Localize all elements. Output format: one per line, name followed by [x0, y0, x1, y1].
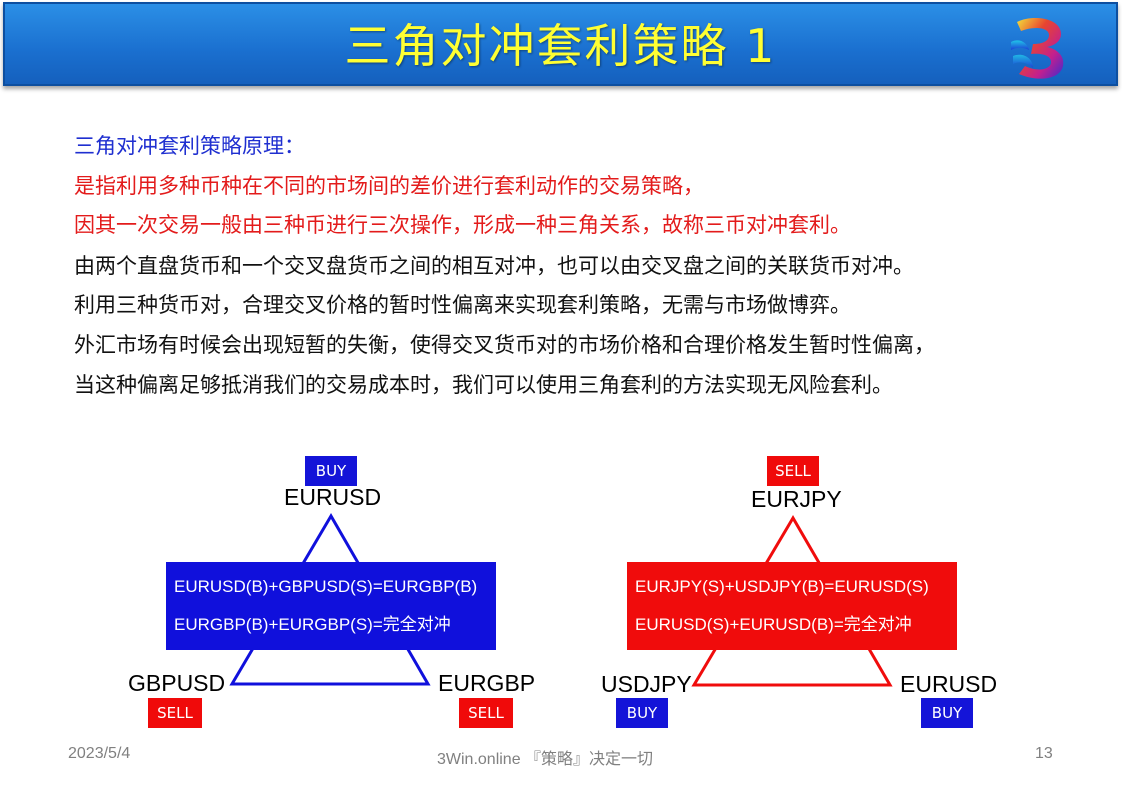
- right-top-pair: EURJPY: [751, 486, 842, 512]
- right-formula-2: EURUSD(S)+EURUSD(B)=完全对冲: [635, 615, 912, 634]
- red-line-2: 因其一次交易一般由三种币进行三次操作，形成一种三角关系，故称三币对冲套利。: [74, 213, 851, 237]
- right-bottom-right-action-badge: BUY: [921, 698, 973, 728]
- left-formula-box: EURUSD(B)+GBPUSD(S)=EURGBP(B) EURGBP(B)+…: [166, 562, 496, 650]
- page-title: 三角对冲套利策略 1: [344, 19, 777, 73]
- left-top-action-badge: BUY: [305, 456, 357, 486]
- red-line-1: 是指利用多种币种在不同的市场间的差价进行套利动作的交易策略，: [74, 174, 704, 198]
- footer-center-text: 3Win.online 『策略』决定一切: [437, 751, 654, 768]
- right-top-action-badge: SELL: [767, 456, 819, 486]
- body-line-4: 当这种偏离足够抵消我们的交易成本时，我们可以使用三角套利的方法实现无风险套利。: [74, 373, 893, 397]
- left-bottom-right-pair: EURGBP: [438, 670, 536, 696]
- body-line-1: 由两个直盘货币和一个交叉盘货币之间的相互对冲，也可以由交叉盘之间的关联货币对冲。: [74, 254, 914, 278]
- left-formula-2: EURGBP(B)+EURGBP(S)=完全对冲: [174, 615, 451, 634]
- title-bar: 三角对冲套利策略 1: [3, 2, 1118, 86]
- right-bottom-right-pair: EURUSD: [900, 671, 998, 697]
- right-bottom-left-pair: USDJPY: [601, 671, 692, 697]
- right-formula-box: EURJPY(S)+USDJPY(B)=EURUSD(S) EURUSD(S)+…: [627, 562, 957, 650]
- body-line-3: 外汇市场有时候会出现短暂的失衡，使得交叉货币对的市场价格和合理价格发生暂时性偏离…: [74, 333, 935, 357]
- left-bottom-left-action-badge: SELL: [148, 698, 202, 728]
- right-bottom-left-action-badge: BUY: [616, 698, 668, 728]
- body-line-2: 利用三种货币对，合理交叉价格的暂时性偏离来实现套利策略，无需与市场做博弈。: [74, 293, 851, 317]
- left-formula-1: EURUSD(B)+GBPUSD(S)=EURGBP(B): [174, 577, 478, 596]
- footer-page-number: 13: [1035, 745, 1053, 762]
- left-bottom-right-action-badge: SELL: [459, 698, 513, 728]
- footer-date: 2023/5/4: [68, 745, 131, 762]
- principle-heading: 三角对冲套利策略原理：: [74, 134, 305, 158]
- left-top-pair: EURUSD: [284, 484, 382, 510]
- right-formula-1: EURJPY(S)+USDJPY(B)=EURUSD(S): [635, 577, 929, 596]
- 3win-logo-icon: [1011, 18, 1064, 79]
- left-bottom-left-pair: GBPUSD: [128, 670, 226, 696]
